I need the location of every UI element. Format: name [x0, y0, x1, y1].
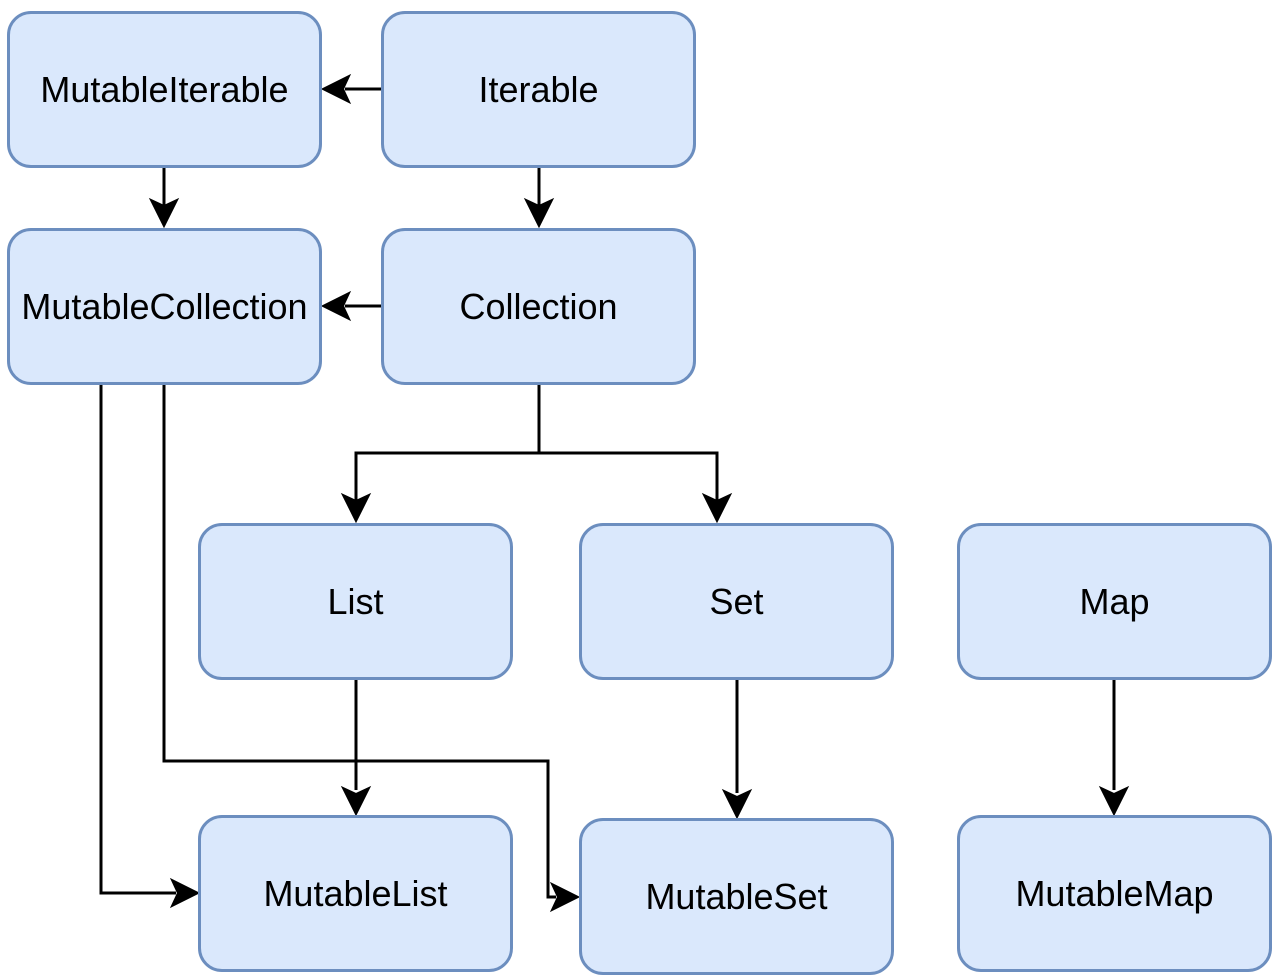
arrowhead-mutableiterable [320, 73, 352, 105]
node-mutable-collection: MutableCollection [7, 228, 322, 385]
node-label: MutableIterable [40, 68, 289, 110]
node-iterable: Iterable [381, 11, 696, 168]
arrowhead-list [340, 492, 372, 524]
edge-mutablecollection-to-mutablelist [99, 385, 176, 895]
node-mutable-iterable: MutableIterable [7, 11, 322, 168]
node-map: Map [957, 523, 1272, 680]
node-list: List [198, 523, 513, 680]
edge-collection-to-set [539, 451, 719, 500]
node-label: Set [709, 580, 764, 622]
node-label: Collection [459, 285, 618, 327]
node-label: MutableCollection [21, 285, 308, 327]
node-collection: Collection [381, 228, 696, 385]
node-mutable-map: MutableMap [957, 815, 1272, 972]
node-mutable-set: MutableSet [579, 818, 894, 975]
node-label: Map [1079, 580, 1150, 622]
edge-mutablecollection-to-mutableset [162, 385, 556, 899]
node-label: List [327, 580, 384, 622]
node-label: MutableMap [1015, 872, 1214, 914]
arrowhead-mutablecollection-side [320, 290, 352, 322]
arrowhead-mutablecollection-top [148, 197, 180, 229]
node-label: MutableSet [645, 875, 828, 917]
node-label: MutableList [263, 872, 448, 914]
arrowhead-mutableset-side [549, 881, 581, 913]
arrowhead-mutableset-top [721, 788, 753, 820]
edge-collection-to-list [354, 385, 541, 500]
arrowhead-mutablelist-side [169, 877, 201, 909]
arrowhead-collection-top [523, 197, 555, 229]
arrowhead-mutablelist-top [340, 785, 372, 817]
node-mutable-list: MutableList [198, 815, 513, 972]
arrowhead-set [701, 492, 733, 524]
arrowhead-mutablemap-top [1098, 785, 1130, 817]
node-set: Set [579, 523, 894, 680]
node-label: Iterable [478, 68, 599, 110]
